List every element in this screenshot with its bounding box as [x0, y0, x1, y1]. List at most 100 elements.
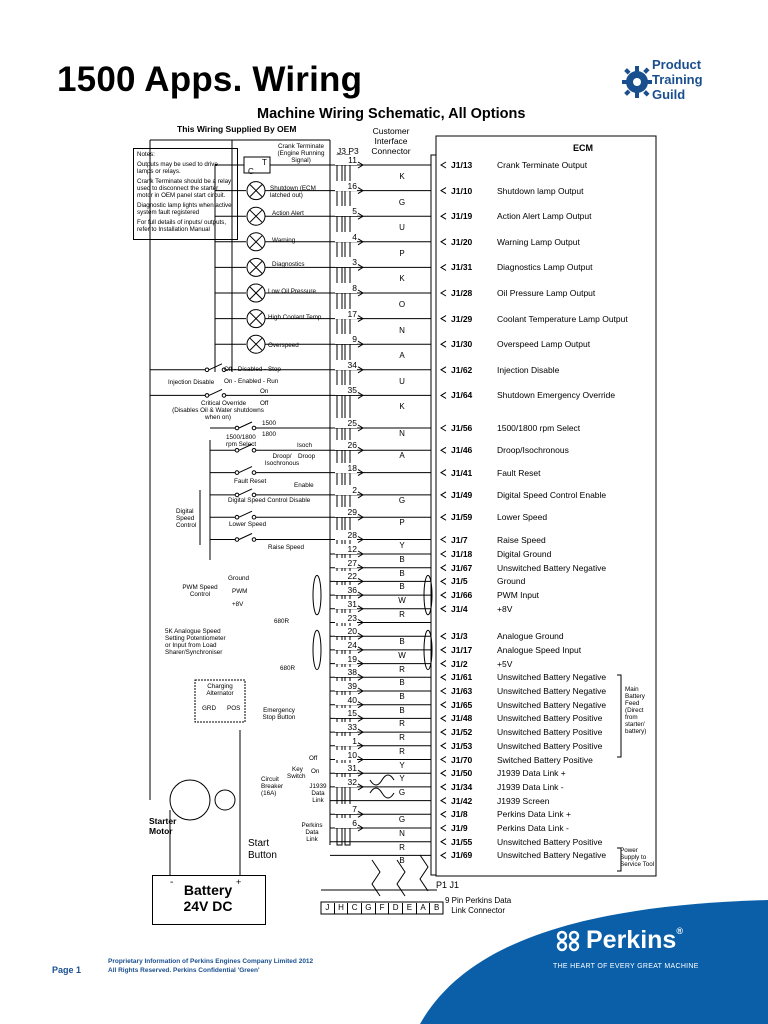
ecm-pin-label: J1/19 [451, 211, 473, 222]
connector-pin-number: 1 [335, 735, 357, 746]
ecm-signal-label: Overspeed Lamp Output [497, 339, 591, 350]
connector-pin-letter: F [376, 903, 390, 914]
lamp-icon [215, 334, 330, 354]
note-2: Crank Terminate should be a relay used t… [137, 178, 232, 199]
enable-label: Enable [294, 482, 314, 489]
ecm-pin-arrow [440, 263, 447, 271]
connector-pin-arrow [357, 591, 364, 599]
crank-relay-icon [215, 156, 330, 174]
starter-line-1: Starter [149, 816, 177, 826]
ecm-signal-label: J1939 Screen [497, 795, 550, 806]
ecm-pin-arrow [440, 783, 447, 791]
ecm-pin-label: J1/9 [451, 823, 468, 833]
ecm-pin-arrow [440, 838, 447, 846]
wire-color-code: W [398, 596, 406, 606]
start-line-2: Button [248, 850, 277, 861]
ecm-pin-label: J1/41 [451, 467, 473, 478]
perkins-name: Perkins [586, 926, 677, 954]
starter-line-2: Motor [149, 826, 173, 836]
ecm-pin-arrow [440, 577, 447, 585]
connector-pin-number: 15 [335, 708, 357, 719]
ecm-pin-label: J1/48 [451, 713, 473, 724]
wire-color-code: N [399, 829, 405, 838]
connector-pin-number: 18 [335, 462, 357, 473]
ecm-pin-arrow [440, 491, 447, 499]
wire-color-code: B [399, 692, 405, 701]
ecm-pin-label: J1/10 [451, 185, 473, 196]
ecm-pin-arrow [440, 632, 447, 640]
switch-icon [210, 421, 330, 431]
connector-pin-arrow [357, 187, 364, 195]
switch-icon [210, 443, 330, 453]
injection-disable-label: Injection Disable [168, 379, 215, 386]
note-4: For full details of inputs/ outputs, ref… [137, 219, 227, 233]
ecm-pin-arrow [440, 701, 447, 709]
wire-color-code: G [398, 197, 406, 207]
ecm-signal-label: Injection Disable [497, 364, 560, 375]
wire-color-code: U [399, 223, 405, 233]
ecm-pin-label: J1/42 [451, 795, 473, 806]
battery-line-1: Battery [183, 882, 233, 898]
j3-p3-label: J3 P3 [337, 146, 359, 156]
ecm-pin-label: J1/20 [451, 236, 473, 247]
connector-pin-number: 10 [335, 749, 357, 760]
relay-t-label: T [262, 158, 267, 167]
start-line-1: Start [248, 838, 270, 849]
starter-motor-label: Starter Motor [149, 816, 176, 836]
connector-pin-number: 27 [335, 557, 357, 568]
ecm-signal-label: J1939 Data Link + [497, 768, 566, 779]
customer-interface-label: Customer Interface Connector [367, 126, 415, 156]
perkins-data-link-label: Perkins Data Link [301, 822, 323, 843]
ecm-pin-arrow [440, 728, 447, 736]
wire-color-code: R [399, 609, 405, 619]
page-number: Page 1 [52, 965, 82, 975]
ecm-pin-label: J1/29 [451, 313, 473, 324]
wire-color-code: B [399, 582, 405, 592]
ecm-signal-label: Unswitched Battery Negative [497, 686, 607, 696]
wire-color-code: P [399, 248, 405, 258]
cable-shield-icon [312, 629, 322, 671]
connector-pin-arrow [357, 263, 364, 271]
connector-pin-arrow [357, 646, 364, 654]
ecm-signal-label: Digital Ground [497, 549, 552, 559]
ecm-signal-label: Action Alert Lamp Output [497, 211, 592, 222]
cic-line-3: Connector [371, 146, 411, 156]
wire-color-code: W [398, 650, 406, 660]
proprietary-notice: Proprietary Information of Perkins Engin… [108, 957, 313, 975]
wire-color-code: N [399, 429, 405, 438]
connector-pin-number: 19 [335, 653, 357, 664]
connector-pin-number: 25 [335, 418, 357, 428]
ecm-signal-label: Digital Speed Control Enable [497, 489, 607, 500]
connector-pin-number: 8 [335, 283, 357, 293]
connector-pin-arrow [357, 810, 364, 818]
ecm-pin-label: J1/56 [451, 423, 473, 433]
connector-pin-number: 17 [335, 308, 357, 319]
lamp-icon [215, 283, 330, 303]
ecm-pin-label: J1/63 [451, 686, 473, 696]
lamp-icon [215, 206, 330, 226]
connector-pin-number: 20 [335, 626, 357, 637]
ecm-signal-label: Coolant Temperature Lamp Output [497, 313, 628, 324]
cic-line-1: Customer [372, 126, 410, 136]
lamp-icon [215, 309, 330, 329]
connector-pin-arrow [357, 756, 364, 763]
diagnostics-label: Diagnostics [272, 261, 305, 268]
ecm-pin-arrow [440, 391, 447, 399]
ecm-pin-arrow [440, 513, 447, 521]
ecm-pin-label: J1/52 [451, 727, 473, 738]
wire-color-code: K [399, 172, 405, 181]
connector-pin-number: 22 [335, 571, 357, 582]
wire-color-code: R [399, 746, 405, 756]
emergency-stop-label: Emergency Stop Button [262, 707, 296, 721]
connector-pin-arrow [357, 673, 364, 681]
wire-color-code: B [399, 568, 405, 578]
brand-line-3: Guild [652, 87, 686, 102]
ecm-pin-arrow [440, 340, 447, 348]
critical-override-label: Critical Override [201, 400, 247, 407]
connector-pin-letter: A [417, 903, 431, 914]
wire-color-code: B [399, 856, 405, 866]
ecm-pin-arrow [440, 851, 447, 859]
wire-color-code: Y [399, 774, 405, 784]
connector-pin-number: 35 [335, 385, 357, 396]
